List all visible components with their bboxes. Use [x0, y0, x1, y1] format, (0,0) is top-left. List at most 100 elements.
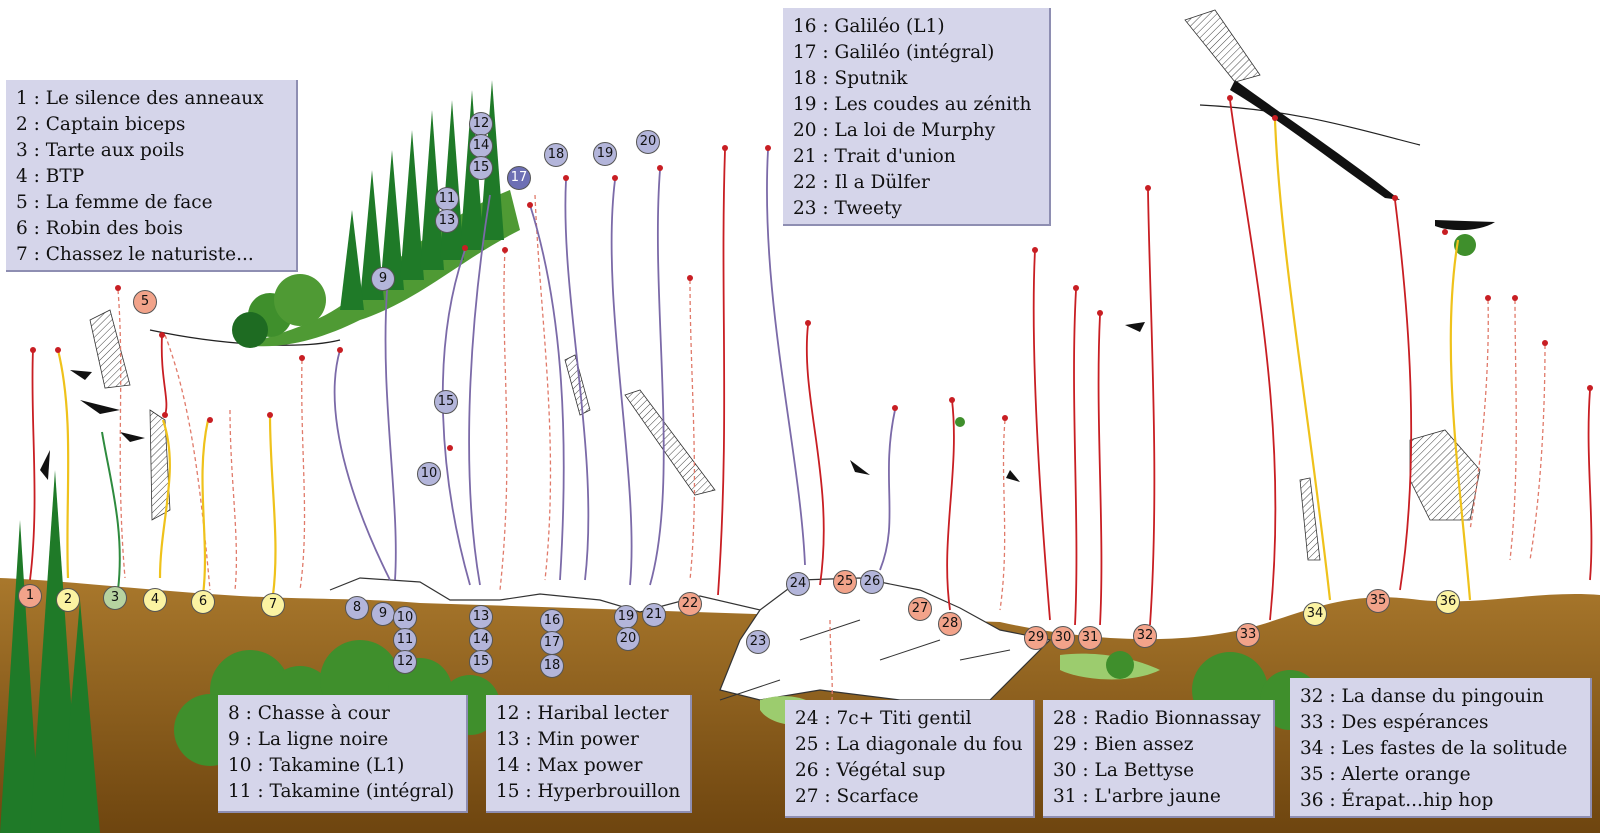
legend-entry: 22 : Il a Dülfer: [793, 172, 930, 193]
route-marker-33: 33: [1236, 623, 1260, 647]
route-marker-24: 24: [786, 572, 810, 596]
route-marker-32: 32: [1133, 624, 1157, 648]
route-marker-27: 27: [908, 597, 932, 621]
route-marker-34: 34: [1303, 602, 1327, 626]
route-marker-19: 19: [614, 605, 638, 629]
legend-entry: 25 : La diagonale du fou: [795, 734, 1023, 755]
route-marker-31: 31: [1078, 626, 1102, 650]
legend-routes-12-15: 12 : Haribal lecter 13 : Min power 14 : Ma…: [486, 695, 692, 813]
route-marker-17: 17: [507, 166, 531, 190]
legend-entry: 23 : Tweety: [793, 198, 902, 219]
legend-entry: 17 : Galiléo (intégral): [793, 42, 995, 63]
legend-entry: 34 : Les fastes de la solitude: [1300, 738, 1568, 759]
route-marker-22: 22: [678, 592, 702, 616]
legend-entry: 4 : BTP: [16, 166, 85, 187]
legend-entry: 36 : Érapat...hip hop: [1300, 790, 1494, 811]
legend-entry: 18 : Sputnik: [793, 68, 908, 89]
legend-entry: 13 : Min power: [496, 729, 639, 750]
route-marker-15: 15: [469, 156, 493, 180]
legend-entry: 19 : Les coudes au zénith: [793, 94, 1032, 115]
legend-entry: 6 : Robin des bois: [16, 218, 183, 239]
route-marker-10: 10: [393, 606, 417, 630]
legend-entry: 1 : Le silence des anneaux: [16, 88, 264, 109]
route-marker-15: 15: [469, 650, 493, 674]
legend-entry: 14 : Max power: [496, 755, 643, 776]
legend-entry: 8 : Chasse à cour: [228, 703, 390, 724]
roof-small: [1435, 220, 1495, 231]
roof-hatch: [1184, 9, 1261, 83]
route-marker-9: 9: [371, 267, 395, 291]
legend-entry: 16 : Galiléo (L1): [793, 16, 945, 37]
route-marker-11: 11: [393, 628, 417, 652]
legend-entry: 7 : Chassez le naturiste...: [16, 244, 254, 265]
legend-entry: 11 : Takamine (intégral): [228, 781, 455, 802]
route-marker-13: 13: [435, 209, 459, 233]
route-marker-28: 28: [938, 612, 962, 636]
route-marker-14: 14: [469, 628, 493, 652]
hatched-features: [89, 309, 1481, 561]
legend-entry: 21 : Trait d'union: [793, 146, 956, 167]
route-marker-17: 17: [540, 631, 564, 655]
route-marker-7: 7: [261, 593, 285, 617]
legend-entry: 24 : 7c+ Titi gentil: [795, 708, 972, 729]
legend-routes-28-31: 28 : Radio Bionnassay 29 : Bien assez 30 :…: [1043, 700, 1275, 818]
route-marker-13: 13: [469, 605, 493, 629]
legend-entry: 5 : La femme de face: [16, 192, 213, 213]
legend-routes-8-11: 8 : Chasse à cour 9 : La ligne noire 10 : …: [218, 695, 468, 813]
route-marker-11: 11: [435, 187, 459, 211]
route-marker-2: 2: [56, 588, 80, 612]
legend-entry: 33 : Des espérances: [1300, 712, 1489, 733]
legend-routes-32-36: 32 : La danse du pingouin 33 : Des espéra…: [1290, 678, 1592, 818]
route-marker-4: 4: [143, 588, 167, 612]
legend-entry: 27 : Scarface: [795, 786, 919, 807]
routes: [29, 99, 1593, 721]
anchors: [30, 95, 1593, 451]
route-marker-35: 35: [1366, 589, 1390, 613]
route-marker-14: 14: [469, 134, 493, 158]
route-marker-6: 6: [191, 590, 215, 614]
route-marker-15: 15: [434, 390, 458, 414]
route-marker-8: 8: [345, 596, 369, 620]
legend-entry: 3 : Tarte aux poils: [16, 140, 185, 161]
legend-entry: 2 : Captain biceps: [16, 114, 186, 135]
route-marker-1: 1: [18, 584, 42, 608]
fir-trees-left: [0, 470, 100, 833]
route-marker-12: 12: [469, 112, 493, 136]
route-marker-10: 10: [417, 462, 441, 486]
legend-entry: 20 : La loi de Murphy: [793, 120, 996, 141]
route-marker-18: 18: [540, 654, 564, 678]
route-marker-30: 30: [1051, 626, 1075, 650]
legend-routes-24-27: 24 : 7c+ Titi gentil 25 : La diagonale du…: [785, 700, 1035, 818]
route-marker-18: 18: [544, 143, 568, 167]
roof-overhang: [1230, 80, 1400, 200]
legend-entry: 32 : La danse du pingouin: [1300, 686, 1544, 707]
route-marker-12: 12: [393, 650, 417, 674]
legend-entry: 31 : L'arbre jaune: [1053, 786, 1221, 807]
route-marker-29: 29: [1024, 626, 1048, 650]
route-marker-25: 25: [833, 570, 857, 594]
route-marker-9: 9: [371, 602, 395, 626]
legend-routes-1-7: 1 : Le silence des anneaux 2 : Captain bi…: [6, 80, 298, 272]
route-marker-16: 16: [540, 609, 564, 633]
route-marker-20: 20: [636, 130, 660, 154]
legend-entry: 9 : La ligne noire: [228, 729, 389, 750]
legend-entry: 35 : Alerte orange: [1300, 764, 1471, 785]
route-marker-36: 36: [1436, 590, 1460, 614]
route-marker-21: 21: [642, 603, 666, 627]
legend-entry: 29 : Bien assez: [1053, 734, 1194, 755]
route-marker-3: 3: [103, 586, 127, 610]
legend-entry: 12 : Haribal lecter: [496, 703, 669, 724]
route-marker-19: 19: [593, 142, 617, 166]
rock-flakes: [40, 322, 1145, 482]
legend-entry: 10 : Takamine (L1): [228, 755, 405, 776]
legend-entry: 28 : Radio Bionnassay: [1053, 708, 1261, 729]
legend-entry: 30 : La Bettyse: [1053, 760, 1195, 781]
legend-entry: 15 : Hyperbrouillon: [496, 781, 681, 802]
route-marker-23: 23: [746, 630, 770, 654]
legend-routes-16-23: 16 : Galiléo (L1) 17 : Galiléo (intégral)…: [783, 8, 1051, 226]
route-marker-26: 26: [860, 570, 884, 594]
route-marker-5: 5: [133, 290, 157, 314]
legend-entry: 26 : Végétal sup: [795, 760, 946, 781]
route-marker-20: 20: [616, 627, 640, 651]
